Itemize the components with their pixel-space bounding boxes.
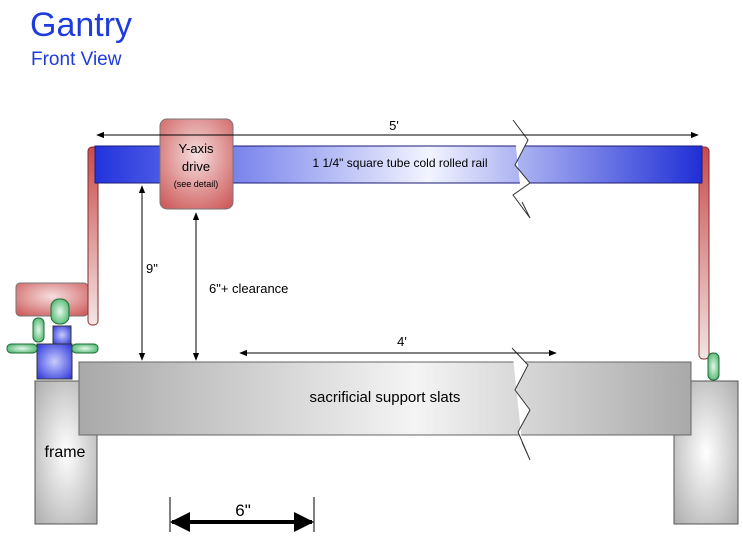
dimension-gantry-height: 9" [146, 261, 158, 276]
scale-bar-label: 6" [235, 501, 251, 520]
y-axis-drive-note: (see detail) [174, 179, 219, 189]
roller-top [50, 298, 70, 325]
left-post [87, 146, 99, 326]
roller-right-side [71, 343, 99, 354]
diagram-title: Gantry [30, 6, 133, 44]
right-post [698, 146, 710, 360]
dimension-clearance: 6"+ clearance [209, 281, 288, 296]
rail-label: 1 1/4" square tube cold rolled rail [312, 156, 487, 170]
roller-left-upper [32, 317, 45, 343]
y-axis-drive-label-line2: drive [182, 159, 210, 174]
dimension-rail-length: 5' [389, 118, 399, 133]
roller-right-post [707, 352, 720, 381]
break-mark-rail [512, 119, 531, 219]
left-carriage-block-upper [52, 325, 72, 345]
break-mark-slats [511, 347, 531, 461]
support-slats [78, 361, 692, 436]
y-axis-drive-label-line1: Y-axis [179, 141, 214, 156]
dimension-slat-length: 4' [397, 334, 407, 349]
support-slats-label: sacrificial support slats [310, 389, 461, 406]
roller-left-side [6, 343, 38, 354]
y-axis-drive [159, 118, 234, 210]
diagram-subtitle: Front View [31, 49, 122, 70]
frame-label: frame [45, 444, 86, 461]
left-carriage-block [36, 343, 73, 380]
